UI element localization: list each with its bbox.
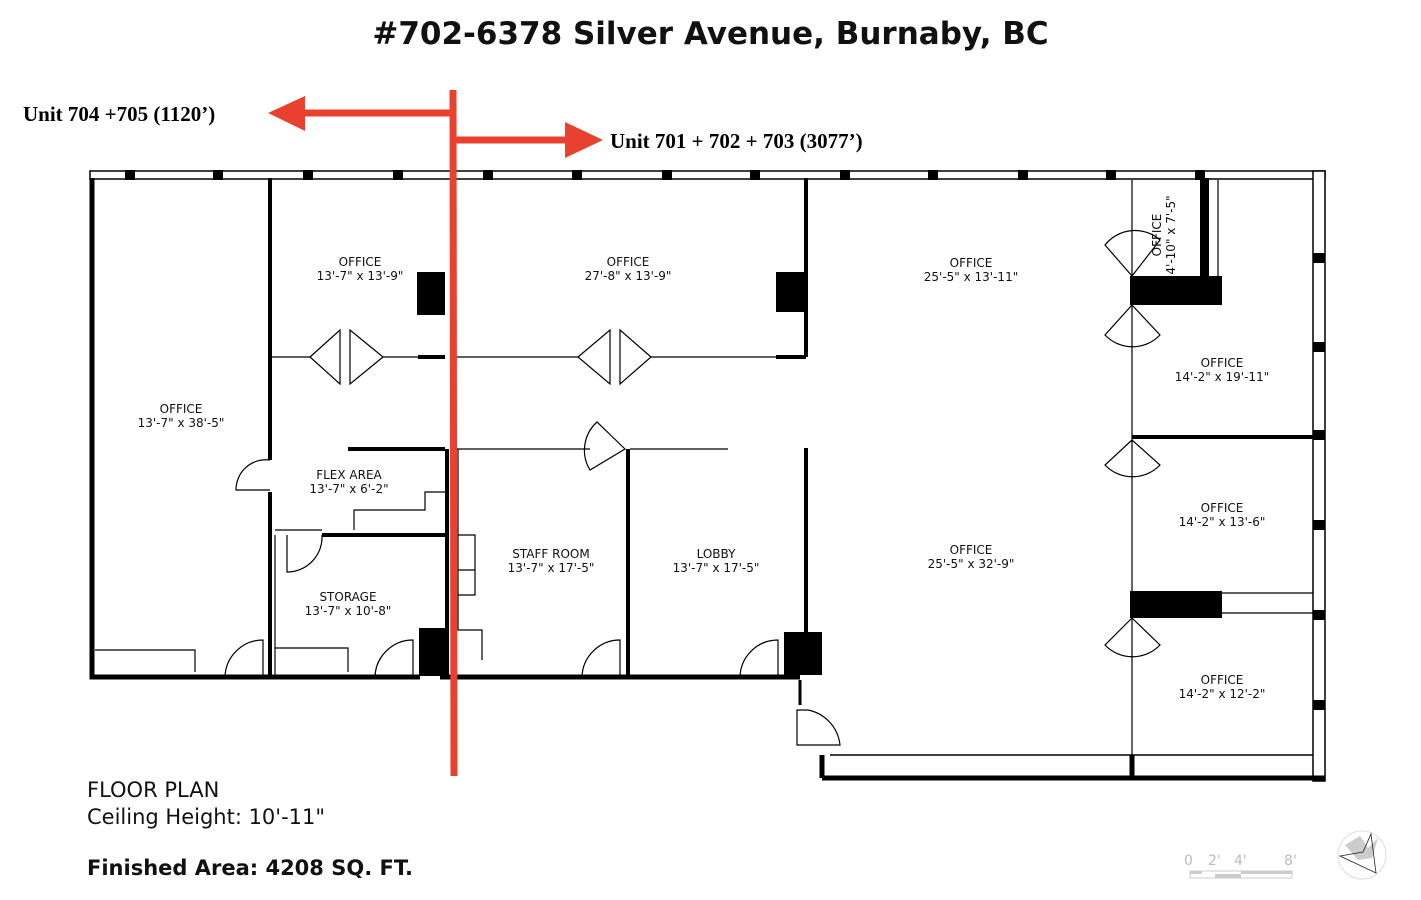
room-dims: 13'-7" x 13'-9": [317, 269, 404, 283]
room-name: LOBBY: [697, 547, 737, 561]
room-dims: 13'-7" x 6'-2": [309, 482, 388, 496]
room-dims: 13'-7" x 10'-8": [305, 604, 392, 618]
room-name: OFFICE: [950, 543, 993, 557]
room-dims: 25'-5" x 32'-9": [928, 557, 1015, 571]
room-name: OFFICE: [339, 255, 382, 269]
ceiling-height: Ceiling Height: 10'-11": [87, 805, 326, 829]
page-title: #702-6378 Silver Avenue, Burnaby, BC: [372, 16, 1049, 52]
columns: [417, 178, 1222, 676]
room-name: STORAGE: [319, 590, 376, 604]
room-dims: 13'-7" x 17'-5": [508, 561, 595, 575]
room-dims: 4'-10" x 7'-5": [1164, 195, 1178, 274]
scale-tick: 0: [1184, 853, 1193, 869]
finished-area: Finished Area: 4208 SQ. FT.: [87, 856, 413, 880]
room-dims: 14'-2" x 19'-11": [1175, 370, 1269, 384]
doors: [224, 229, 1161, 746]
room-name: OFFICE: [160, 402, 203, 416]
room-dims: 13'-7" x 38'-5": [138, 416, 225, 430]
room-dims: 14'-2" x 13'-6": [1179, 515, 1266, 529]
room-name: OFFICE: [1201, 356, 1244, 370]
walls: [89, 170, 1326, 782]
room-name: OFFICE: [950, 256, 993, 270]
room-name: STAFF ROOM: [512, 547, 589, 561]
scale-tick: 8': [1284, 853, 1297, 869]
divider-line: [268, 89, 603, 777]
north-arrow-icon: [1337, 830, 1387, 880]
scale-tick: 4': [1234, 853, 1247, 869]
unit-left-label: Unit 704 +705 (1120’): [23, 102, 216, 126]
scale-tick: 2': [1208, 853, 1221, 869]
room-dims: 27'-8" x 13'-9": [585, 269, 672, 283]
room-name: OFFICE: [1150, 214, 1164, 257]
room-name: OFFICE: [1201, 501, 1244, 515]
scale-bar: 0 2' 4' 8': [1184, 853, 1297, 879]
room-name: FLEX AREA: [316, 468, 382, 482]
room-dims: 13'-7" x 17'-5": [673, 561, 760, 575]
room-name: OFFICE: [607, 255, 650, 269]
room-dims: 25'-5" x 13'-11": [924, 270, 1018, 284]
room-name: OFFICE: [1201, 673, 1244, 687]
room-labels: OFFICE 13'-7" x 38'-5" OFFICE 13'-7" x 1…: [138, 195, 1270, 701]
unit-right-label: Unit 701 + 702 + 703 (3077’): [610, 129, 863, 153]
room-dims: 14'-2" x 12'-2": [1179, 687, 1266, 701]
floor-plan-label: FLOOR PLAN: [87, 778, 220, 802]
